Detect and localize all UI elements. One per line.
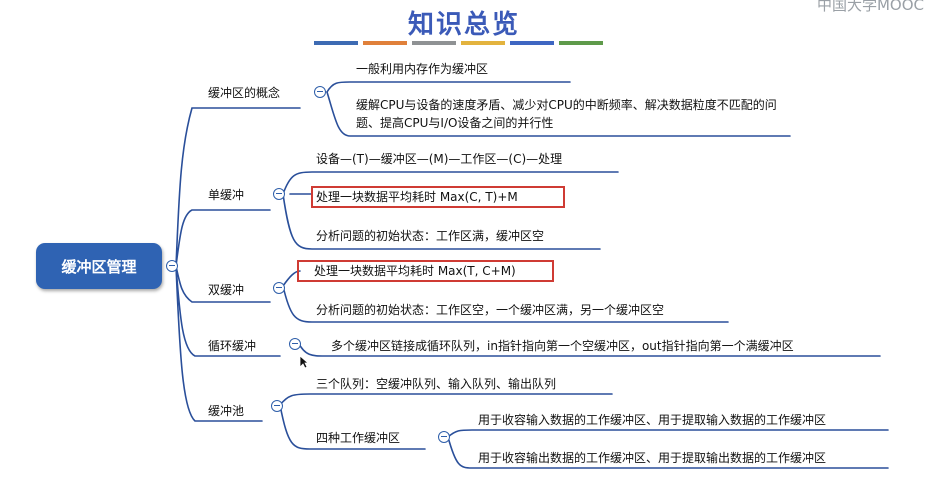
pool-sub-label: 四种工作缓冲区 bbox=[316, 431, 401, 445]
highlight-box-single bbox=[311, 186, 565, 208]
connector-single-1 bbox=[282, 171, 619, 195]
pool-sub-item-2: 用于收容输出数据的工作缓冲区、用于提取输出数据的工作缓冲区 bbox=[478, 451, 827, 465]
connector-sub-2 bbox=[447, 436, 889, 469]
concept-item-1: 一般利用内存作为缓冲区 bbox=[356, 62, 489, 76]
connector-root bbox=[175, 107, 301, 267]
circular-item-1: 多个缓冲区链接成循环队列，in指针指向第一个空缓冲区，out指针指向第一个满缓冲… bbox=[331, 339, 794, 353]
branch-pool-label: 缓冲池 bbox=[208, 404, 245, 418]
branch-single-label: 单缓冲 bbox=[208, 188, 245, 202]
connector-concept-1 bbox=[326, 81, 571, 93]
connector-sub-1 bbox=[447, 429, 889, 438]
concept-item-2: 缓解CPU与设备的速度矛盾、减少对CPU的中断频率、解决数据粒度不匹配的问题、提… bbox=[356, 98, 777, 130]
branch-circular-label: 循环缓冲 bbox=[208, 339, 257, 353]
collapse-icon-single[interactable] bbox=[273, 188, 285, 200]
branch-concept-label: 缓冲区的概念 bbox=[208, 86, 281, 100]
color-bar-3 bbox=[412, 41, 456, 45]
color-bar-5 bbox=[510, 41, 554, 45]
color-bar-2 bbox=[363, 41, 407, 45]
watermark-text: 中国大学MOOC bbox=[816, 0, 924, 14]
page-title: 知识总览 bbox=[407, 10, 520, 40]
root-node: 缓冲区管理 bbox=[36, 243, 162, 289]
pool-sub-item-1: 用于收容输入数据的工作缓冲区、用于提取输入数据的工作缓冲区 bbox=[478, 413, 827, 427]
double-item-1: 处理一块数据平均耗时 Max(T, C+M) bbox=[314, 264, 516, 278]
double-item-2: 分析问题的初始状态：工作区空，一个缓冲区满，另一个缓冲区空 bbox=[316, 303, 665, 317]
color-bar-6 bbox=[559, 41, 603, 45]
color-bar-1 bbox=[314, 41, 358, 45]
collapse-icon-concept[interactable] bbox=[314, 86, 326, 98]
single-item-3: 分析问题的初始状态：工作区满，缓冲区空 bbox=[316, 229, 545, 243]
collapse-icon-root[interactable] bbox=[166, 260, 178, 272]
single-item-1: 设备—(T)—缓冲区—(M)—工作区—(C)—处理 bbox=[316, 152, 563, 166]
connector-single-3 bbox=[282, 193, 601, 250]
pool-item-1: 三个队列：空缓冲队列、输入队列、输出队列 bbox=[316, 377, 557, 391]
mouse-cursor-icon bbox=[299, 355, 309, 369]
collapse-icon-pool[interactable] bbox=[271, 400, 283, 412]
connector-double-2 bbox=[282, 285, 729, 323]
collapse-icon-pool-sub[interactable] bbox=[438, 431, 450, 443]
single-item-2: 处理一块数据平均耗时 Max(C, T)+M bbox=[316, 190, 518, 204]
connector-root-pool bbox=[175, 265, 263, 422]
collapse-icon-double[interactable] bbox=[273, 282, 285, 294]
connector-pool-2 bbox=[279, 404, 426, 450]
connector-pool-1 bbox=[279, 393, 613, 406]
collapse-icon-circular[interactable] bbox=[289, 338, 301, 350]
branch-double-label: 双缓冲 bbox=[208, 283, 245, 297]
connector-root-single bbox=[175, 209, 271, 267]
connector-concept-2 bbox=[326, 91, 791, 137]
highlight-box-double bbox=[297, 260, 554, 282]
color-bar-4 bbox=[461, 41, 505, 45]
